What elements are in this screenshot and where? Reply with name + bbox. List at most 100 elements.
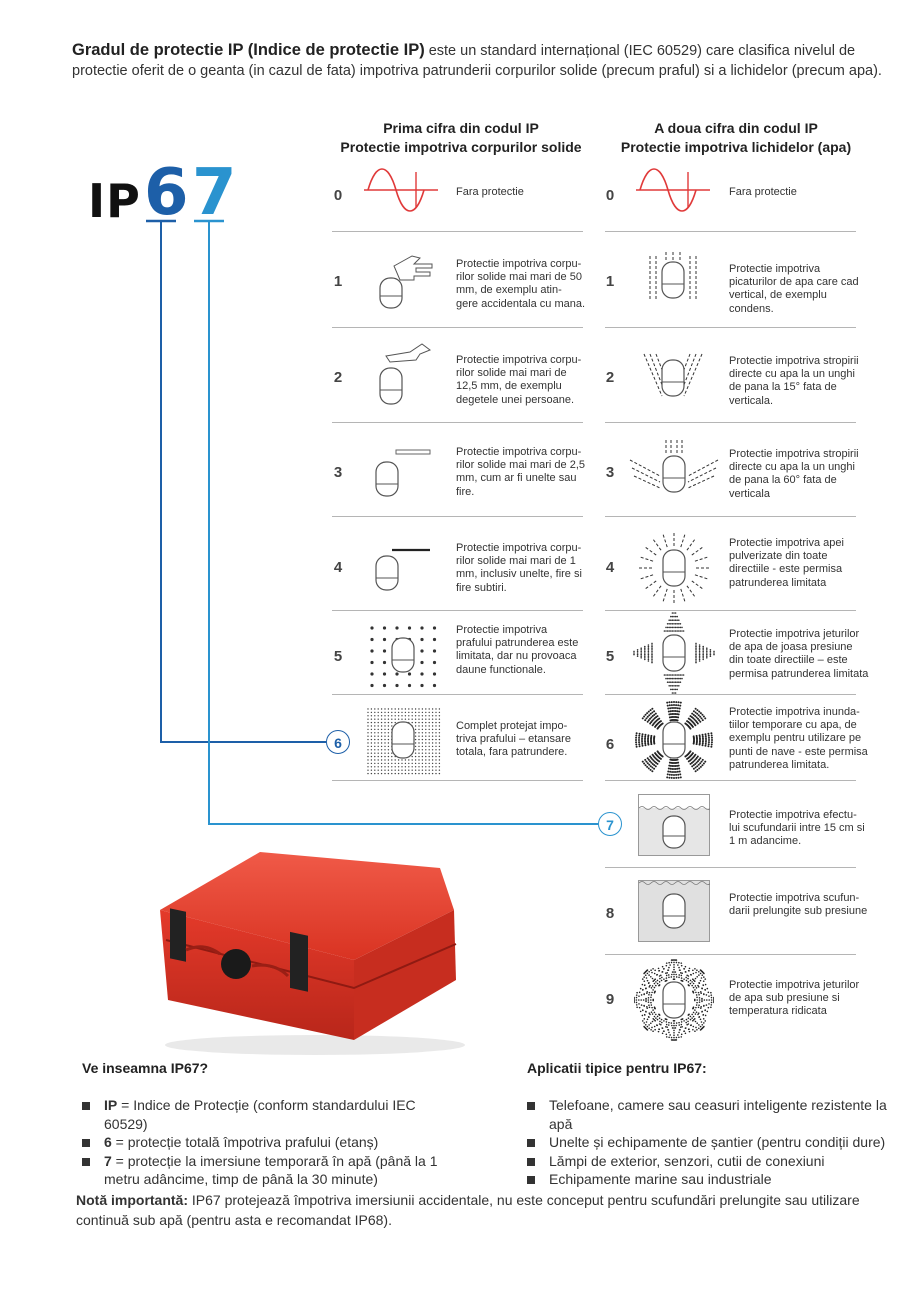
water-row-8-number: 8 xyxy=(605,905,615,922)
spray-60-icon xyxy=(626,436,722,496)
water-separator xyxy=(605,422,856,423)
solid-row-4-text: Protectie impotriva corpu- rilor solide … xyxy=(456,542,582,594)
solid-row-3-text: Protectie impotriva corpu- rilor solide … xyxy=(456,446,585,498)
water-row-0-text: Fara protectie xyxy=(729,186,797,198)
intro-bold: Gradul de protectie IP (Indice de protec… xyxy=(72,41,425,59)
solid-row-4-number: 4 xyxy=(333,559,343,576)
solid-row-0-text: Fara protectie xyxy=(456,186,524,198)
solid-row-1-number: 1 xyxy=(333,273,343,290)
water-separator xyxy=(605,867,856,868)
water-row-1-number: 1 xyxy=(605,273,615,290)
intro-text: este un standard internațional (IEC 6052… xyxy=(72,43,882,79)
water-separator xyxy=(605,610,856,611)
meaning-item: 6 = protecție totală împotriva prafului … xyxy=(82,1133,462,1152)
no-protection-wave-icon xyxy=(632,160,714,220)
water-row-6-text: Protectie impotriva inunda- tiilor tempo… xyxy=(729,706,868,771)
water-row-8-text: Protectie impotriva scufun- darii prelun… xyxy=(729,892,868,918)
water-row-4-number: 4 xyxy=(605,559,615,576)
water-jets-icon xyxy=(632,612,716,694)
meaning-list: IP = Indice de Protecție (conform standa… xyxy=(82,1096,462,1189)
submersion-icon xyxy=(638,880,710,942)
dust-dots-icon xyxy=(362,620,444,692)
solid-row-0-number: 0 xyxy=(333,187,343,204)
application-item: Echipamente marine sau industriale xyxy=(527,1170,897,1189)
splash-all-directions-icon xyxy=(636,530,712,606)
first-column-title: Prima cifra din codul IP xyxy=(383,120,539,136)
wire-icon xyxy=(366,536,448,608)
water-row-3-number: 3 xyxy=(605,464,615,481)
ip67-logo: IP 6 7 xyxy=(88,156,248,230)
solid-separator xyxy=(332,327,583,328)
meaning-item: 7 = protecție la imersiune temporară în … xyxy=(82,1152,462,1189)
dripping-water-icon xyxy=(640,250,706,306)
high-pressure-jets-icon xyxy=(634,958,714,1042)
immersion-icon xyxy=(638,794,710,856)
logo-prefix: IP xyxy=(88,174,141,228)
water-row-0-number: 0 xyxy=(605,187,615,204)
water-separator xyxy=(605,780,856,781)
solid-row-6-number: 6 xyxy=(326,730,350,754)
water-row-5-text: Protectie impotriva jeturilor de apa de … xyxy=(729,628,869,680)
intro-paragraph: Gradul de protectie IP (Indice de protec… xyxy=(72,40,902,81)
red-case-image xyxy=(140,840,470,1060)
solid-separator xyxy=(332,694,583,695)
solid-separator xyxy=(332,422,583,423)
water-row-1-text: Protectie impotriva picaturilor de apa c… xyxy=(729,263,859,315)
second-column-subtitle: Protectie impotriva lichidelor (apa) xyxy=(620,139,852,155)
meaning-key: 6 xyxy=(104,1134,112,1151)
first-column-subtitle: Protectie impotriva corpurilor solide xyxy=(340,139,582,155)
dust-tight-icon xyxy=(364,706,442,776)
solid-row-5-number: 5 xyxy=(333,648,343,665)
application-item: Unelte și echipamente de șantier (pentru… xyxy=(527,1133,897,1152)
hand-icon xyxy=(366,244,448,316)
tool-bar-icon xyxy=(366,440,448,512)
solid-row-2-number: 2 xyxy=(333,369,343,386)
water-row-6-number: 6 xyxy=(605,736,615,753)
first-column-heading: Prima cifra din codul IP Protectie impot… xyxy=(311,119,611,157)
solid-separator xyxy=(332,610,583,611)
connector-line-6 xyxy=(160,222,326,743)
second-column-heading: A doua cifra din codul IP Protectie impo… xyxy=(586,119,886,157)
note-text: IP67 protejează împotriva imersiunii acc… xyxy=(76,1192,860,1228)
water-row-2-number: 2 xyxy=(605,369,615,386)
spray-15-icon xyxy=(640,350,706,402)
solid-row-5-text: Protectie impotriva prafului patrunderea… xyxy=(456,624,579,676)
application-item: Lămpi de exterior, senzori, cutii de con… xyxy=(527,1152,897,1171)
note-bold: Notă importantă: xyxy=(76,1192,188,1208)
meaning-item: IP = Indice de Protecție (conform standa… xyxy=(82,1096,462,1133)
important-note: Notă importantă: IP67 protejează împotri… xyxy=(76,1190,906,1230)
meaning-title: Ve inseamna IP67? xyxy=(82,1060,209,1076)
water-separator xyxy=(605,231,856,232)
water-row-3-text: Protectie impotriva stropirii directe cu… xyxy=(729,448,859,500)
water-separator xyxy=(605,327,856,328)
meaning-key: IP xyxy=(104,1097,118,1113)
solid-row-2-text: Protectie impotriva corpu- rilor solide … xyxy=(456,354,582,406)
water-row-9-text: Protectie impotriva jeturilor de apa sub… xyxy=(729,979,860,1018)
water-separator xyxy=(605,694,856,695)
solid-row-1-text: Protectie impotriva corpu- rilor solide … xyxy=(456,258,586,310)
solid-separator xyxy=(332,516,583,517)
logo-second-digit: 7 xyxy=(192,156,237,230)
water-separator xyxy=(605,516,856,517)
water-row-7-number: 7 xyxy=(598,812,622,836)
finger-icon xyxy=(366,340,448,412)
water-row-5-number: 5 xyxy=(605,648,615,665)
solid-row-6-text: Complet protejat impo- triva prafului – … xyxy=(456,720,571,759)
heavy-seas-icon xyxy=(630,700,718,780)
second-column-title: A doua cifra din codul IP xyxy=(654,120,818,136)
applications-list: Telefoane, camere sau ceasuri inteligent… xyxy=(527,1096,897,1189)
application-item: Telefoane, camere sau ceasuri inteligent… xyxy=(527,1096,897,1133)
solid-separator xyxy=(332,780,583,781)
logo-first-digit: 6 xyxy=(144,156,189,230)
applications-title: Aplicatii tipice pentru IP67: xyxy=(527,1060,707,1076)
water-row-9-number: 9 xyxy=(605,991,615,1008)
solid-row-3-number: 3 xyxy=(333,464,343,481)
water-row-7-text: Protectie impotriva efectu- lui scufunda… xyxy=(729,809,865,848)
meaning-text: = Indice de Protecție (conform standardu… xyxy=(104,1097,416,1132)
meaning-text: = protecție totală împotriva prafului (e… xyxy=(111,1134,379,1151)
solid-separator xyxy=(332,231,583,232)
water-separator xyxy=(605,954,856,955)
meaning-text: = protecție la imersiune temporară în ap… xyxy=(104,1152,438,1188)
meaning-key: 7 xyxy=(104,1152,112,1169)
water-row-4-text: Protectie impotriva apei pulverizate din… xyxy=(729,537,844,589)
